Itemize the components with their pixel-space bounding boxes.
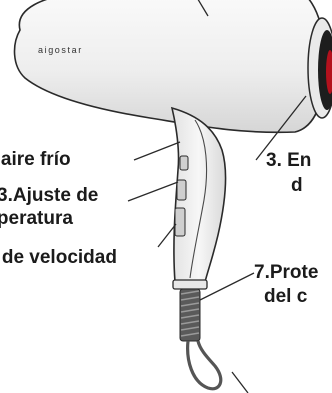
cool-shot-label: n aire frío [0,149,71,170]
nozzle-glow [326,50,332,94]
temperature-pointer-line [127,181,179,202]
protection-pointer-line [199,272,255,301]
temperature-label-line2: mperatura [0,208,73,229]
handle-inner-line [189,119,208,279]
speed-pointer-line [157,223,177,248]
handle-base [172,279,208,290]
cord-strain-relief [179,288,201,342]
air-entry-pointer-line [255,95,307,161]
temperature-switch[interactable] [176,179,187,201]
air-entry-label-line1: 3. En [266,150,312,171]
top-pointer-line [197,0,209,17]
dryer-body [13,0,327,134]
cool-shot-pointer-line [133,141,181,161]
air-entry-label-line2: d [291,175,303,196]
temperature-label-line1: 3.Ajuste de [0,185,99,206]
cord-pointer-line [231,371,249,393]
speed-label: e de velocidad [0,247,117,268]
cool-shot-button[interactable] [179,155,189,171]
power-cord [186,340,223,391]
protection-label-line1: 7.Prote [254,262,319,283]
protection-label-line2: del c [264,286,308,307]
brand-logo: aigostar [38,45,83,55]
speed-switch[interactable] [174,207,186,237]
dryer-handle [170,106,227,283]
